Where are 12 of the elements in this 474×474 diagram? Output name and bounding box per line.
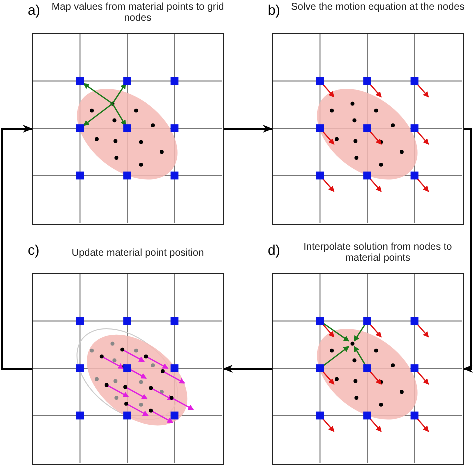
step-heading: Update material point position bbox=[70, 248, 206, 259]
step-heading: Solve the motion equation at the nodes bbox=[290, 2, 466, 13]
arrow bbox=[1, 125, 33, 370]
step-heading: Interpolate solution from nodes to material points bbox=[302, 242, 454, 264]
panel-letter: c) bbox=[28, 242, 40, 258]
panel-letter: a) bbox=[28, 2, 40, 18]
arrow bbox=[463, 128, 473, 373]
panel-letter: d) bbox=[268, 242, 280, 258]
arrow bbox=[224, 125, 273, 133]
panel-letter: b) bbox=[268, 2, 280, 18]
arrow bbox=[223, 365, 272, 373]
step-heading: Map values from material points to grid nodes bbox=[50, 2, 226, 24]
